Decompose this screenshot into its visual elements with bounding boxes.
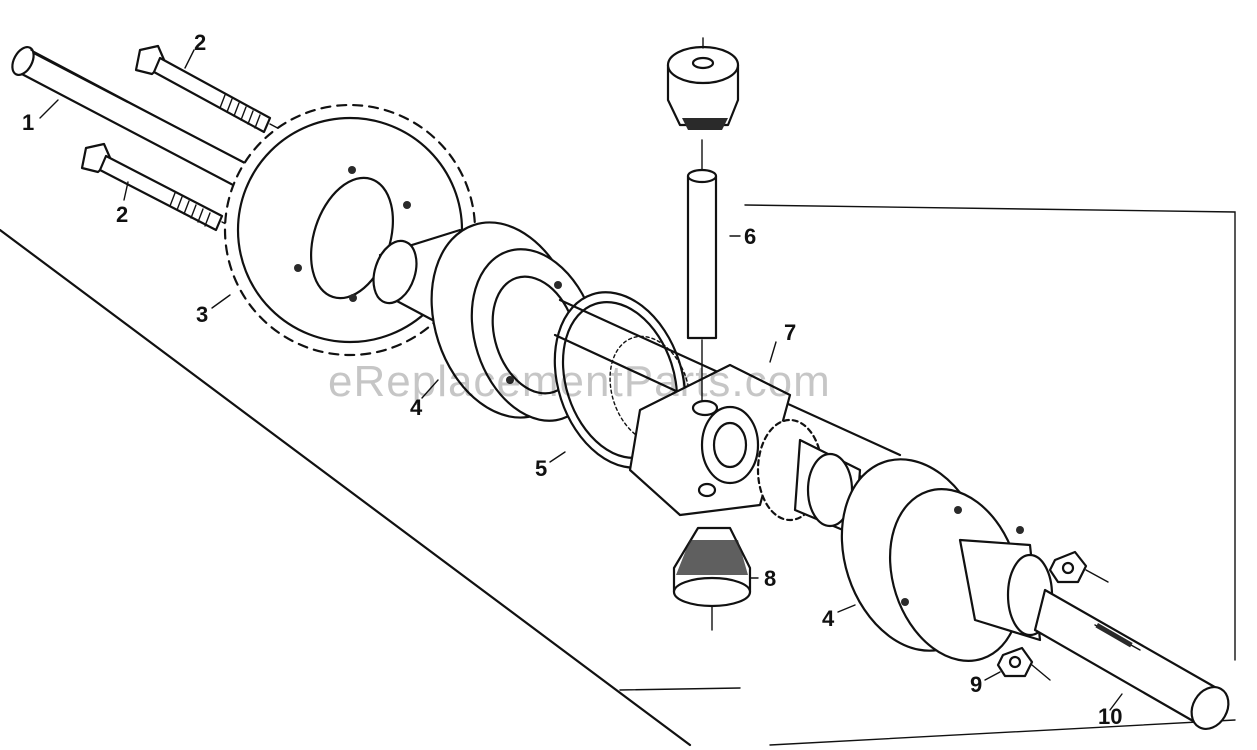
callout-4-right: 4: [822, 606, 835, 631]
callout-5: 5: [535, 456, 547, 481]
callout-2-lower: 2: [116, 202, 128, 227]
side-gear-right: [756, 418, 862, 537]
bevel-gear-top: [666, 37, 740, 130]
callout-3: 3: [196, 302, 208, 327]
page-edge-left: [0, 228, 692, 747]
frame-line-top: [744, 204, 1236, 661]
callout-7: 7: [784, 320, 796, 345]
part-2-bolt-upper: [134, 44, 301, 141]
part-6-cross-pin: [686, 139, 718, 401]
part-1-pin: [11, 45, 270, 199]
part-7-housing: [628, 363, 792, 517]
callout-9: 9: [970, 672, 982, 697]
part-9-nut-upper: [1048, 550, 1109, 584]
part-9-nut-lower: [996, 646, 1051, 681]
callout-2-upper: 2: [194, 30, 206, 55]
part-4-hub-right: [840, 458, 1054, 662]
callout-10: 10: [1098, 704, 1122, 729]
part-10-shaft: [1033, 588, 1230, 730]
callout-4-left: 4: [410, 395, 423, 420]
part-8-bevel-gear: [672, 526, 752, 631]
callout-6: 6: [744, 224, 756, 249]
leader-lines: [39, 49, 1123, 711]
watermark: eReplacementParts.com: [328, 357, 831, 406]
callout-8: 8: [764, 566, 776, 591]
frame-line-bottom: [619, 687, 1236, 746]
callout-1: 1: [22, 110, 34, 135]
